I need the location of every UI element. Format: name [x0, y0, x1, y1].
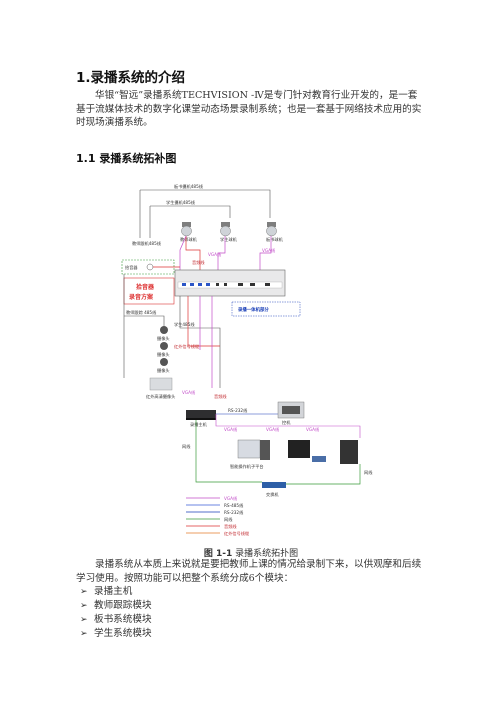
svg-text:VGA线: VGA线: [224, 426, 238, 432]
module-list: ➢录播主机 ➢教师跟踪模块 ➢板书系统模块 ➢学生系统模块: [80, 585, 152, 641]
section-heading: 1.录播系统的介绍: [76, 70, 186, 86]
mic-label: 拾音器: [125, 264, 138, 271]
small-cam-1: [160, 326, 168, 334]
subsection-heading: 1.1 录播系统拓补图: [76, 152, 177, 165]
control-pc: [277, 401, 305, 419]
board-cam-icon: [266, 222, 277, 237]
system-paragraph: 录播系统从本质上来说就是要把教师上课的情况给录制下来，以供观摩和后续学习使用。按…: [76, 559, 422, 584]
svg-text:网线: 网线: [224, 516, 233, 523]
teacher-line-label: 教师跟机485线: [132, 240, 162, 247]
svg-text:VGA线: VGA线: [266, 426, 280, 432]
list-item: ➢板书系统模块: [80, 614, 152, 625]
svg-text:录音方案: 录音方案: [129, 293, 154, 301]
host-device: [186, 410, 216, 420]
legend: VGA线 RS-485线 RS-232线 网线 音频线 红外信号线缆: [186, 495, 250, 537]
svg-text:RS-232线: RS-232线: [224, 509, 244, 515]
recording-device: [174, 269, 286, 297]
svg-text:VGA线: VGA线: [306, 426, 320, 432]
small-cam-2: [160, 342, 168, 350]
device-label: 录播一体机部分: [238, 306, 269, 313]
svg-text:RS-485线: RS-485线: [224, 502, 244, 508]
list-item: ➢录播主机: [80, 586, 133, 597]
svg-text:智能操作机子平台: 智能操作机子平台: [230, 463, 264, 470]
svg-text:摄像头: 摄像头: [157, 351, 170, 358]
svg-text:VGA线: VGA线: [208, 251, 222, 257]
svg-text:红外高清摄像头: 红外高清摄像头: [146, 393, 175, 400]
svg-text:RS-232线: RS-232线: [228, 407, 248, 413]
student-cam-icon: [220, 222, 231, 237]
small-cam-3: [160, 358, 168, 366]
switch-label: 交换机: [266, 491, 279, 498]
caption-text: 录播系统拓扑图: [235, 549, 299, 559]
arrow-bullet-icon: ➢: [80, 629, 88, 639]
host-label: 录播主机: [190, 421, 208, 428]
svg-text:板书球机: 板书球机: [266, 236, 284, 243]
svg-text:网线: 网线: [182, 443, 191, 450]
ir-line-label: 红外信号线缆: [174, 343, 200, 350]
svg-text:教师球机: 教师球机: [180, 236, 198, 243]
audio-line-label: 音频线: [192, 259, 205, 266]
svg-text:学生球机: 学生球机: [220, 236, 238, 243]
svg-text:控机: 控机: [282, 419, 291, 426]
arrow-bullet-icon: ➢: [80, 587, 88, 597]
svg-text:VGA线: VGA线: [224, 495, 238, 501]
figure-caption: 图 1-1 录播系统拓扑图: [76, 546, 426, 559]
svg-text:红外信号线缆: 红外信号线缆: [224, 530, 250, 537]
intro-paragraph: 华银“智远”录播系统TECHVISION -Ⅳ是专门针对教育行业开发的，是一套基…: [76, 90, 422, 128]
arrow-bullet-icon: ➢: [80, 601, 88, 611]
list-item: ➢教师跟踪模块: [80, 600, 152, 611]
board-line-label: 板书摄机485线: [174, 183, 204, 190]
list-item: ➢学生系统模块: [80, 628, 152, 639]
network-switch: [262, 482, 286, 488]
svg-text:网线: 网线: [364, 469, 373, 476]
svg-text:摄像头: 摄像头: [157, 335, 170, 342]
arrow-bullet-icon: ➢: [80, 615, 88, 625]
topology-diagram: 板书摄机485线 学生摄机485线 教师球机 学生球机 板书球机 教师跟机485…: [121, 183, 373, 537]
student-line-label: 学生摄机485线: [166, 199, 196, 206]
board-485-line: [140, 189, 271, 218]
svg-text:VGA线: VGA线: [182, 389, 196, 395]
svg-text:摄像头: 摄像头: [157, 367, 170, 374]
teacher-cam-icon: [181, 222, 192, 237]
teacher-track-label: 教师跟踪 485线: [126, 309, 157, 316]
svg-text:音频线: 音频线: [224, 523, 237, 530]
student-485-line: [150, 205, 231, 218]
caption-number: 图 1-1: [203, 549, 233, 559]
student-track-label: 学生485线: [174, 321, 195, 327]
svg-text:拾音器: 拾音器: [136, 283, 155, 291]
svg-text:VGA线: VGA线: [262, 247, 276, 253]
svg-text:音频线: 音频线: [214, 393, 227, 400]
